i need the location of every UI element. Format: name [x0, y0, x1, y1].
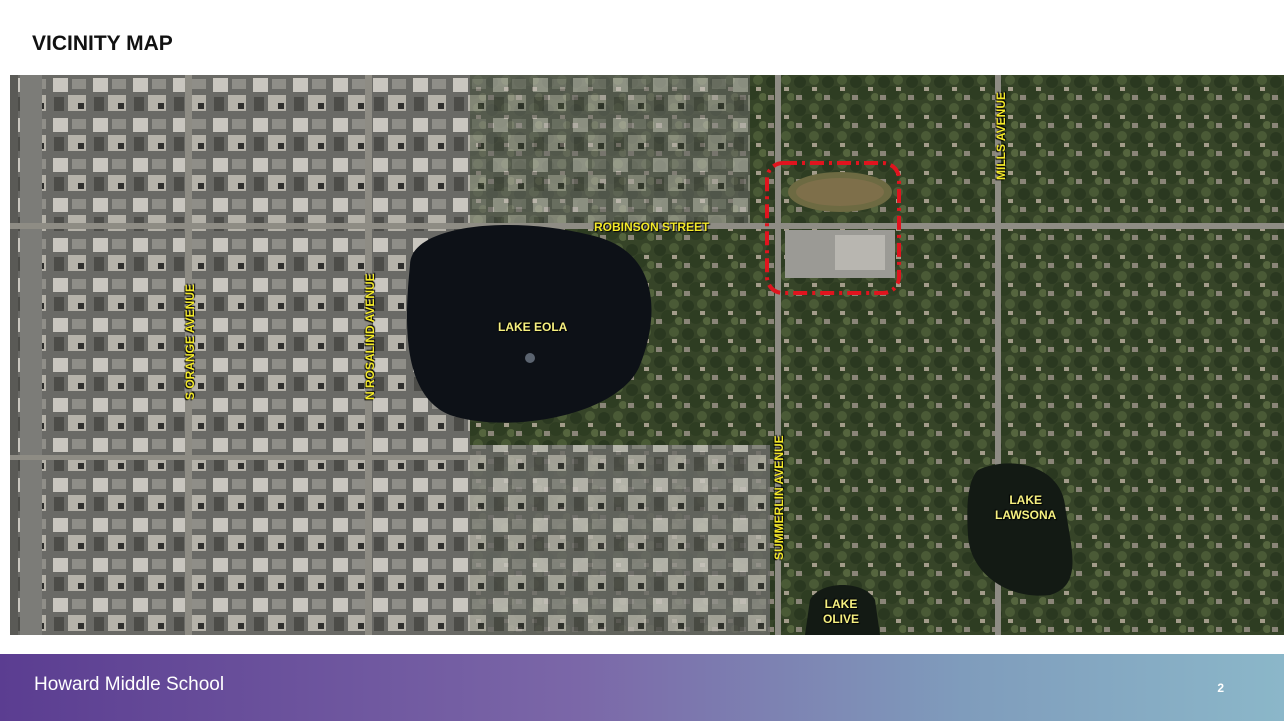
aerial-map: ROBINSON STREET MILLS AVENUE S ORANGE AV… [10, 75, 1284, 635]
aerial-imagery [10, 75, 1284, 635]
slide-title: VICINITY MAP [32, 32, 173, 55]
site-boundary [765, 161, 901, 295]
page-number: 2 [1217, 681, 1224, 695]
label-s-orange-avenue: S ORANGE AVENUE [183, 283, 197, 400]
footer-school-name: Howard Middle School [34, 674, 225, 695]
label-lake-olive-line1: LAKE [824, 597, 858, 611]
label-mills-avenue: MILLS AVENUE [994, 91, 1008, 180]
label-lake-lawsona: LAKE LAWSONA [995, 493, 1056, 523]
label-lake-eola: LAKE EOLA [498, 320, 568, 334]
label-robinson-street: ROBINSON STREET [594, 220, 710, 234]
label-lake-lawsona-line2: LAWSONA [995, 508, 1057, 522]
label-n-rosalind-avenue: N ROSALIND AVENUE [363, 273, 377, 400]
label-lake-olive-line2: OLIVE [823, 612, 860, 626]
label-summerlin-avenue: SUMMERLIN AVENUE [772, 435, 786, 560]
label-lake-lawsona-line1: LAKE [1009, 493, 1042, 507]
footer-bar: Howard Middle School 2 [0, 654, 1284, 721]
label-lake-olive: LAKE OLIVE [823, 597, 859, 627]
